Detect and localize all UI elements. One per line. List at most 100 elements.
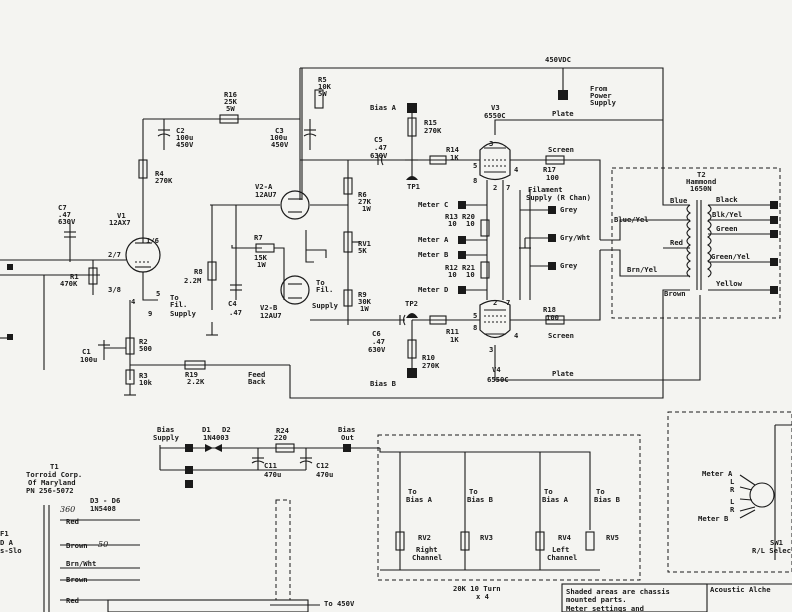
v4-pin-8: 8 (473, 323, 477, 332)
r17-value: 100 (546, 173, 559, 182)
v4-pin-3: 3 (489, 345, 493, 354)
rv4-label: RV4 (558, 533, 571, 542)
v4-pin-5: 5 (473, 311, 477, 320)
r3-value: 10k (139, 378, 153, 387)
r8-name: R8 (194, 267, 203, 276)
fil-wire-1: Grey (560, 205, 578, 214)
r6-value: 27K (358, 197, 372, 206)
to-2: To (469, 487, 478, 496)
d2-label: D2 (222, 425, 231, 434)
turn-spec-1: 20K 10 Turn (453, 584, 501, 593)
supply-voltage-label: 450VDC (545, 55, 571, 64)
v3-pin-5: 5 (473, 161, 477, 170)
handwritten-360: 360 (60, 505, 75, 514)
c12-name: C12 (316, 461, 329, 470)
sw-meter-a: Meter A (702, 469, 733, 478)
r5-value: 10K (318, 82, 332, 91)
rv1-name: RV1 (358, 239, 371, 248)
c6-name: C6 (372, 329, 381, 338)
r17-name: R17 (543, 165, 556, 174)
title-block: Acoustic Alche (710, 585, 771, 594)
meter-b-label: Meter B (418, 250, 449, 259)
r14-value: 1K (450, 153, 459, 162)
note-shaded-1: Shaded areas are chassis (566, 587, 670, 596)
r10-value: 270K (422, 361, 440, 370)
t1-wire-red-2: Red (66, 596, 79, 605)
bias-supply-line2: Supply (153, 433, 180, 442)
v4-name: V4 (492, 365, 501, 374)
left-channel-1: Left (552, 545, 569, 554)
r16-name: R16 (224, 90, 237, 99)
to-450-label: To 450V (324, 599, 355, 608)
c1-value: 100u (80, 355, 97, 364)
v3-pin-4: 4 (514, 165, 518, 174)
t1-name: T1 (50, 462, 59, 471)
r7-value: 15K (254, 253, 268, 262)
from-supply-line3: Supply (590, 98, 617, 107)
rv1-value: 5K (358, 246, 367, 255)
r19-name: R19 (185, 370, 198, 379)
meter-c-label: Meter C (418, 200, 448, 209)
r15-value: 270K (424, 126, 442, 135)
sec-green: Green (716, 224, 738, 233)
tp1-label: TP1 (407, 182, 420, 191)
c2-capacitor (157, 119, 171, 150)
sw1-desc: R/L Selec (752, 546, 791, 555)
t1-wire-brown: Brown (66, 541, 88, 550)
r18-name: R18 (543, 305, 556, 314)
sw1-name: SW1 (770, 538, 783, 547)
v3-pin-2: 2 (493, 183, 497, 192)
to-4: To (596, 487, 605, 496)
fil-supply-1-line1: To (170, 293, 179, 302)
r5-rating: 5W (318, 89, 327, 98)
t1-location: Of Maryland (28, 478, 76, 487)
c5-value: .47 (374, 143, 387, 152)
output-tubes (458, 119, 701, 381)
bias-a-label: Bias A (370, 103, 397, 112)
c2-rating: 450V (176, 140, 194, 149)
r9-value: 30K (358, 297, 372, 306)
turn-spec-2: x 4 (476, 592, 489, 601)
v4-pin-4: 4 (514, 331, 518, 340)
from-supply-line1: From (590, 84, 608, 93)
sec-black: Black (716, 195, 738, 204)
r19-value: 2.2K (187, 377, 205, 386)
to-bias-a-1: Bias A (406, 495, 433, 504)
r11-name: R11 (446, 327, 459, 336)
bias-supply-circuit (43, 411, 792, 612)
bias-out-line1: Bias (338, 425, 355, 434)
r10-name: R10 (422, 353, 435, 362)
b-plus-rail (142, 67, 664, 230)
v2-phase-splitter (206, 159, 405, 336)
tp2-label: TP2 (405, 299, 418, 308)
meter-a-label: Meter A (418, 235, 449, 244)
cathode-network (98, 310, 664, 399)
r4-value: 270K (155, 176, 173, 185)
coupling-caps (348, 103, 480, 378)
fil-supply-2-line1: To (316, 278, 325, 287)
r2-value: 500 (139, 344, 152, 353)
v1-pin-5: 5 (156, 289, 160, 298)
fuse-label-1: F1 (0, 529, 9, 538)
t1-part: PN 256-5072 (26, 486, 74, 495)
handwritten-50: 50 (98, 540, 108, 549)
v1-type: 12AX7 (109, 218, 131, 227)
r9-rating: 1W (360, 304, 369, 313)
pri-blue: Blue (670, 196, 688, 205)
sw-l-1: L (730, 477, 735, 486)
c3-value: 100u (270, 133, 287, 142)
c12-value: 470u (316, 470, 333, 479)
meter-d-label: Meter D (418, 285, 448, 294)
r21-name: R21 (462, 263, 475, 272)
v3-type: 6550C (484, 111, 506, 120)
v4-pin-2: 2 (493, 298, 497, 307)
v1-pin-grid: 2/7 (108, 250, 121, 259)
t1-wire-red: Red (66, 517, 79, 526)
v1-pin-4: 4 (131, 297, 135, 306)
screen-top-label: Screen (548, 145, 574, 154)
sec-yellow: Yellow (716, 279, 743, 288)
fil-supply-2-line2: Fil. (316, 285, 333, 294)
r13-name: R13 (445, 212, 458, 221)
bias-b-label: Bias B (370, 379, 397, 388)
